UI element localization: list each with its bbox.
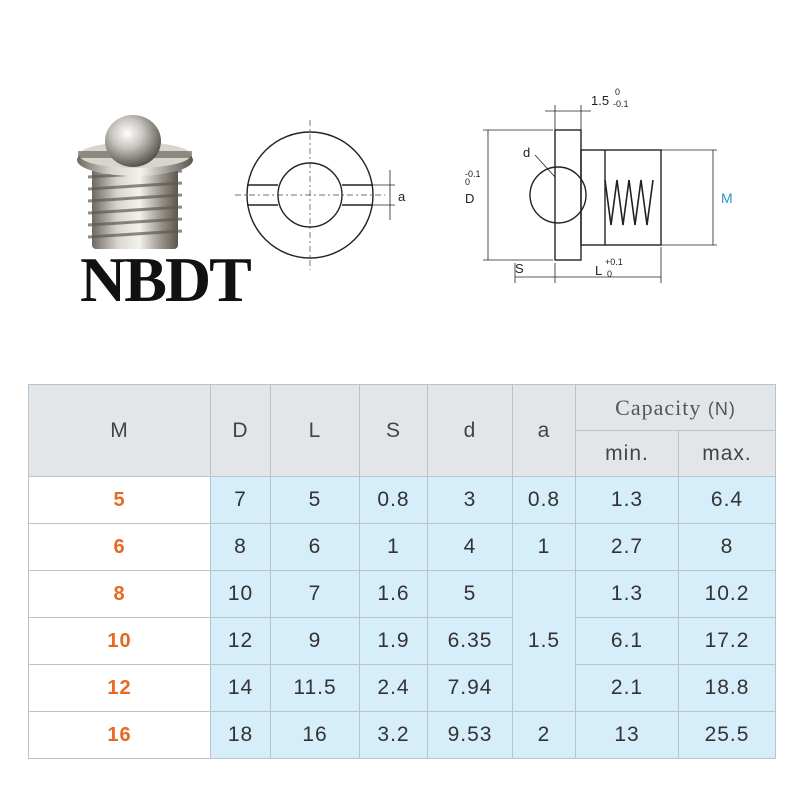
L-dimension-label: L (595, 263, 602, 278)
cell-d: 6.35 (427, 617, 513, 665)
cell-min: 2.1 (575, 664, 679, 712)
cell-L: 9 (270, 617, 360, 665)
cell-D: 10 (210, 570, 271, 618)
D-dimension-label: D (465, 191, 474, 206)
cell-S: 1 (359, 523, 428, 571)
cell-S: 3.2 (359, 711, 428, 759)
front-view-drawing: a (235, 120, 406, 270)
cell-d: 7.94 (427, 664, 513, 712)
cell-max: 25.5 (677, 711, 777, 759)
cell-max: 10.2 (677, 570, 777, 618)
brand-logo: NBDT (80, 244, 252, 315)
cell-D: 14 (210, 664, 271, 712)
cell-a: 1.5 (512, 570, 576, 712)
cell-D: 12 (210, 617, 271, 665)
product-illustration: NBDT a (0, 0, 800, 370)
cell-L: 16 (270, 711, 360, 759)
d-dimension-label: d (523, 145, 530, 160)
top-tolerance-lower: -0.1 (613, 99, 629, 109)
cell-L: 11.5 (270, 664, 360, 712)
cell-max: 17.2 (677, 617, 777, 665)
cell-M: 10 (28, 617, 211, 665)
cell-a: 2 (512, 711, 576, 759)
cell-d: 9.53 (427, 711, 513, 759)
cell-S: 1.6 (359, 570, 428, 618)
cell-M: 6 (28, 523, 211, 571)
cell-max: 18.8 (677, 664, 777, 712)
header-capacity-unit: (N) (707, 398, 736, 419)
L-tolerance-lower: 0 (607, 269, 612, 279)
cell-M: 16 (28, 711, 211, 759)
cell-a: 1 (512, 523, 576, 571)
cell-d: 5 (427, 570, 513, 618)
header-max: max. (677, 430, 777, 477)
cell-min: 1.3 (575, 476, 679, 524)
cell-d: 4 (427, 523, 513, 571)
cell-L: 5 (270, 476, 360, 524)
header-a: a (512, 384, 576, 477)
D-tolerance-lower: -0.1 (465, 169, 481, 179)
cell-min: 1.3 (575, 570, 679, 618)
cell-min: 6.1 (575, 617, 679, 665)
header-M: M (28, 384, 211, 477)
table-row: 12 14 11.5 2.4 7.94 2.1 18.8 (28, 664, 777, 712)
cell-S: 1.9 (359, 617, 428, 665)
cell-a: 0.8 (512, 476, 576, 524)
table-row: 8 10 7 1.6 5 1.5 1.3 10.2 (28, 570, 777, 712)
cell-D: 7 (210, 476, 271, 524)
table-row: 10 12 9 1.9 6.35 6.1 17.2 (28, 617, 777, 665)
header-L: L (270, 384, 360, 477)
top-tolerance-upper: 0 (615, 87, 620, 97)
cell-d: 3 (427, 476, 513, 524)
cell-M: 12 (28, 664, 211, 712)
top-dimension-label: 1.5 (591, 93, 609, 108)
cell-min: 13 (575, 711, 679, 759)
cell-S: 0.8 (359, 476, 428, 524)
cell-max: 8 (677, 523, 777, 571)
header-D: D (210, 384, 271, 477)
table-row: 6 8 6 1 4 1 2.7 8 (28, 523, 777, 571)
header-S: S (359, 384, 428, 477)
table-header-row: M D L S d a Capacity (N) (28, 384, 777, 477)
table-row: 5 7 5 0.8 3 0.8 1.3 6.4 (28, 476, 777, 524)
header-min: min. (575, 430, 679, 477)
header-capacity: Capacity (N) (574, 384, 777, 431)
S-dimension-label: S (515, 261, 524, 276)
a-dimension-label: a (398, 189, 406, 204)
table-subheader-row: min. max. (29, 430, 777, 477)
side-view-drawing: d D 0 -0.1 1.5 0 -0.1 M S L +0.1 0 (465, 87, 733, 283)
cell-L: 6 (270, 523, 360, 571)
cell-D: 8 (210, 523, 271, 571)
L-tolerance-upper: +0.1 (605, 257, 623, 267)
cell-S: 2.4 (359, 664, 428, 712)
specification-table: M D L S d a Capacity (N) min. max. 5 7 5… (28, 384, 777, 759)
cell-L: 7 (270, 570, 360, 618)
cell-max: 6.4 (677, 476, 777, 524)
header-capacity-label: Capacity (615, 394, 702, 420)
ball-plunger-photo (77, 115, 193, 249)
table-row: 16 18 16 3.2 9.53 2 13 25.5 (28, 711, 777, 759)
header-d: d (427, 384, 513, 477)
cell-M: 5 (28, 476, 211, 524)
M-dimension-label: M (721, 190, 733, 206)
D-tolerance-upper: 0 (465, 177, 470, 187)
cell-D: 18 (210, 711, 271, 759)
cell-M: 8 (28, 570, 211, 618)
cell-min: 2.7 (575, 523, 679, 571)
